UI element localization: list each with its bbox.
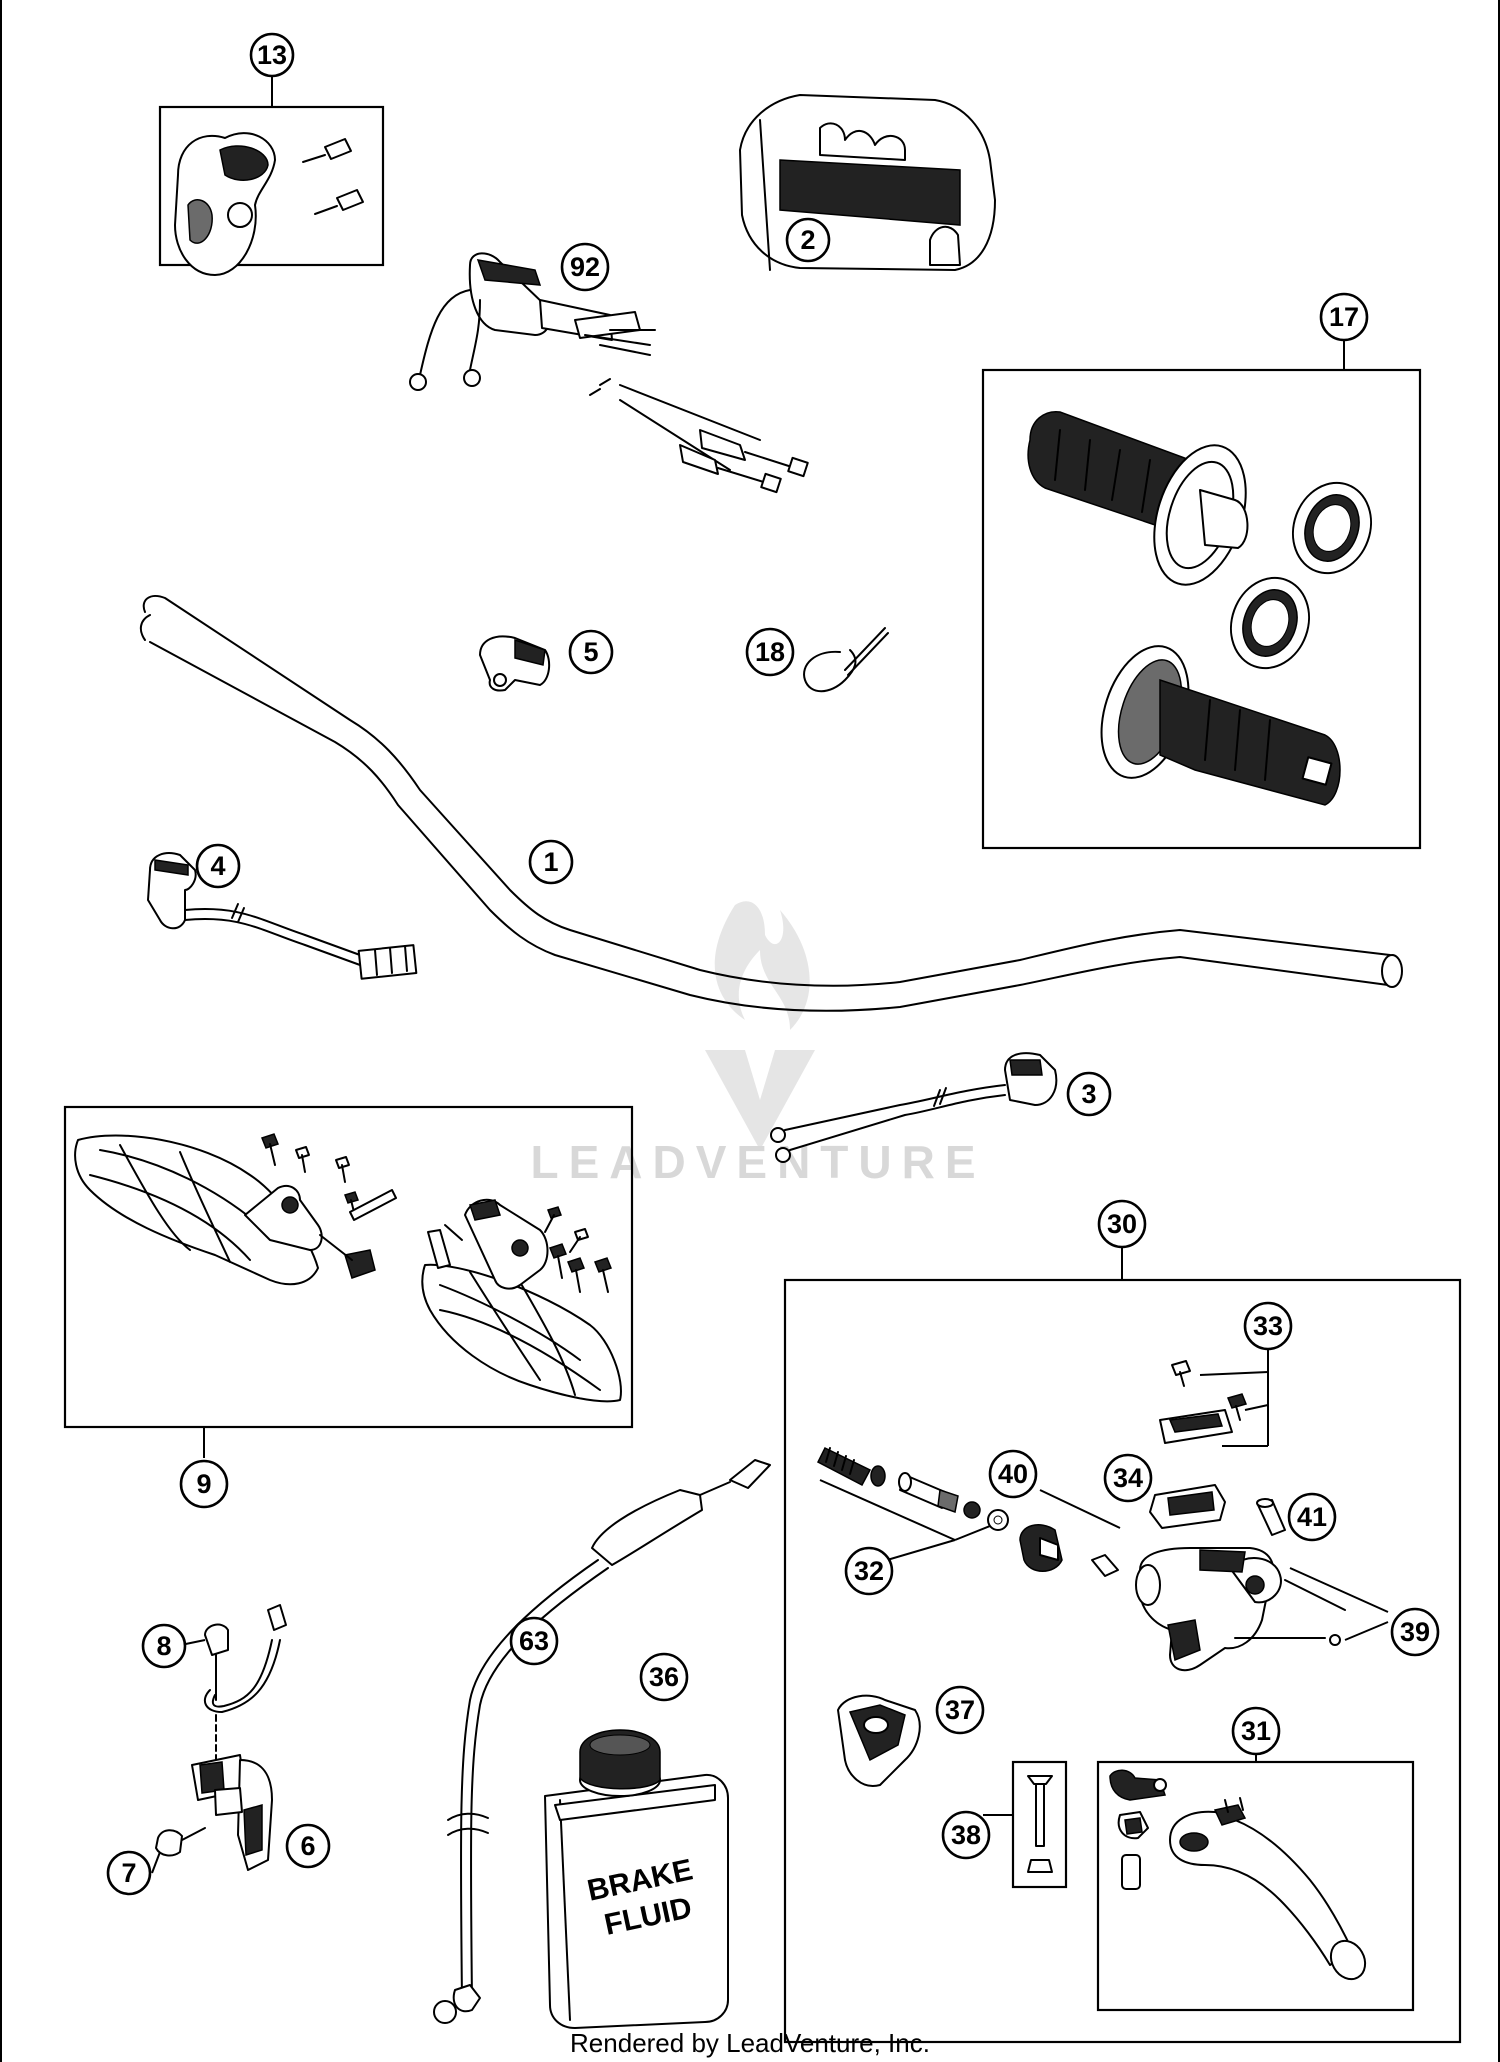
svg-text:13: 13 (257, 40, 287, 70)
callout-9[interactable]: 9 (179, 1459, 229, 1509)
svg-text:37: 37 (945, 1695, 975, 1725)
master-cylinder-body (1135, 1547, 1389, 1672)
callout-7[interactable]: 7 (106, 1850, 152, 1896)
handguard-right (421, 1263, 622, 1403)
callout-13[interactable]: 13 (249, 32, 295, 78)
callout-41[interactable]: 41 (1287, 1492, 1337, 1542)
svg-text:7: 7 (121, 1858, 136, 1888)
piston-kit-32 (816, 1446, 1009, 1561)
callout-37[interactable]: 37 (935, 1685, 985, 1735)
callout-6[interactable]: 6 (285, 1823, 331, 1869)
svg-text:17: 17 (1329, 302, 1359, 332)
callout-1[interactable]: 1 (528, 839, 574, 885)
callout-63[interactable]: 63 (509, 1616, 559, 1666)
svg-text:33: 33 (1253, 1311, 1283, 1341)
svg-text:2: 2 (800, 225, 815, 255)
svg-text:5: 5 (583, 637, 598, 667)
handguard-bolts-left (261, 1133, 397, 1221)
part-30-group (783, 1248, 1462, 2044)
switch-part-3 (770, 1052, 1058, 1163)
svg-text:18: 18 (755, 637, 785, 667)
svg-text:36: 36 (649, 1662, 679, 1692)
handguard-left (74, 1134, 319, 1286)
svg-text:9: 9 (196, 1469, 211, 1499)
callout-38[interactable]: 38 (941, 1810, 991, 1860)
screw-13a (302, 138, 352, 163)
protector-37 (837, 1694, 921, 1787)
handguard-bolts-right (544, 1206, 612, 1293)
svg-text:40: 40 (998, 1459, 1028, 1489)
svg-text:38: 38 (951, 1820, 981, 1850)
callout-18[interactable]: 18 (745, 627, 795, 677)
callout-34[interactable]: 34 (1103, 1453, 1153, 1503)
grip-lower (1100, 645, 1341, 806)
handlebar-1 (139, 594, 1403, 1012)
cam-ring-upper (1291, 481, 1373, 575)
callout-33[interactable]: 33 (1243, 1301, 1293, 1351)
switch-housing-13 (174, 132, 276, 276)
grip-upper (1027, 411, 1249, 586)
svg-text:41: 41 (1297, 1502, 1327, 1532)
svg-text:31: 31 (1241, 1716, 1271, 1746)
svg-text:32: 32 (854, 1556, 884, 1586)
brake-line-63 (433, 1459, 771, 2024)
throttle-assembly-92 (409, 252, 809, 494)
part-9-group (63, 1105, 634, 1458)
callout-17[interactable]: 17 (1319, 292, 1369, 342)
callout-40[interactable]: 40 (988, 1449, 1038, 1499)
callout-2[interactable]: 2 (785, 217, 831, 263)
screw-part-7 (155, 1827, 206, 1857)
svg-text:34: 34 (1113, 1463, 1143, 1493)
callout-39[interactable]: 39 (1390, 1607, 1440, 1657)
adjuster-38 (983, 1760, 1068, 1889)
reservoir-cap-33 (1159, 1350, 1269, 1447)
part-17-group (981, 340, 1422, 850)
svg-text:30: 30 (1107, 1209, 1137, 1239)
svg-text:4: 4 (210, 851, 225, 881)
svg-text:8: 8 (156, 1631, 171, 1661)
diaphragm-34 (1149, 1484, 1226, 1529)
callout-31[interactable]: 31 (1231, 1706, 1281, 1756)
handguard-mount-right (427, 1198, 549, 1290)
brake-lever (1169, 1797, 1367, 1981)
svg-text:39: 39 (1400, 1617, 1430, 1647)
callout-36[interactable]: 36 (639, 1652, 689, 1702)
callout-32[interactable]: 32 (844, 1546, 894, 1596)
callout-5[interactable]: 5 (568, 629, 614, 675)
pin-41 (1256, 1498, 1286, 1536)
part-13-group (158, 76, 385, 276)
watermark-text: LEADVENTURE (530, 1136, 985, 1188)
switch-part-4 (147, 852, 418, 980)
svg-text:3: 3 (1081, 1079, 1096, 1109)
callout-92[interactable]: 92 (560, 242, 610, 292)
svg-text:6: 6 (300, 1831, 315, 1861)
lever-adjuster-parts (1109, 1769, 1167, 1890)
callout-3[interactable]: 3 (1066, 1071, 1112, 1117)
clamp-part-5 (479, 635, 551, 692)
callout-4[interactable]: 4 (195, 843, 241, 889)
callout-8[interactable]: 8 (141, 1623, 187, 1669)
svg-text:63: 63 (519, 1626, 549, 1656)
boot-40 (1019, 1489, 1121, 1577)
screw-13b (314, 189, 364, 215)
cable-tie-18 (803, 627, 889, 693)
handguard-mount-left (244, 1184, 376, 1279)
switch-part-8 (203, 1604, 287, 1713)
brake-fluid-bottle-36: BRAKE FLUID (544, 1729, 729, 2029)
callout-30[interactable]: 30 (1097, 1199, 1147, 1249)
cam-ring-lower (1229, 576, 1311, 670)
svg-text:92: 92 (570, 252, 600, 282)
svg-text:1: 1 (543, 847, 558, 877)
watermark: LEADVENTURE (530, 901, 985, 1188)
handlebar-pad-2 (739, 94, 996, 271)
footer-credit: Rendered by LeadVenture, Inc. (570, 2028, 930, 2058)
switch-part-6 (191, 1714, 273, 1871)
part-31-group (1096, 1732, 1415, 2012)
